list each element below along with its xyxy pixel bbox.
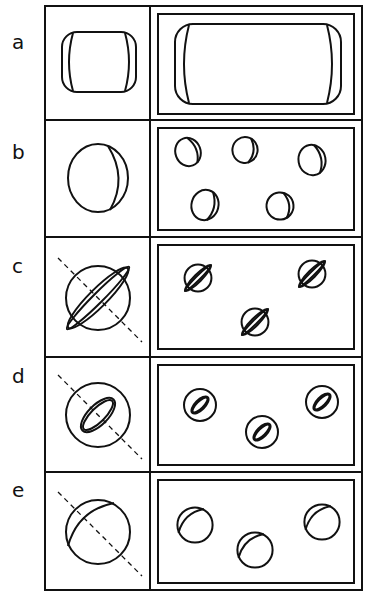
table-frame [45, 6, 362, 590]
row-letter: b [12, 140, 25, 164]
row-letter: e [12, 478, 24, 502]
grain-crystal [68, 144, 128, 212]
capped-crystal [58, 492, 142, 576]
ovoid-crystals-slide [184, 386, 338, 448]
ringed-crystals-slide [182, 258, 327, 337]
ovoid-crystal [58, 375, 142, 459]
bar-crystal [62, 32, 136, 92]
row-letter: c [12, 254, 23, 278]
grain-crystals-slide [171, 134, 328, 223]
row-letter: d [12, 364, 25, 388]
row-letter: a [12, 30, 24, 54]
ringed-crystal [58, 258, 142, 342]
slide-frames [158, 14, 354, 583]
capped-crystals-slide [177, 504, 339, 567]
bar-crystal-slide [175, 24, 341, 104]
